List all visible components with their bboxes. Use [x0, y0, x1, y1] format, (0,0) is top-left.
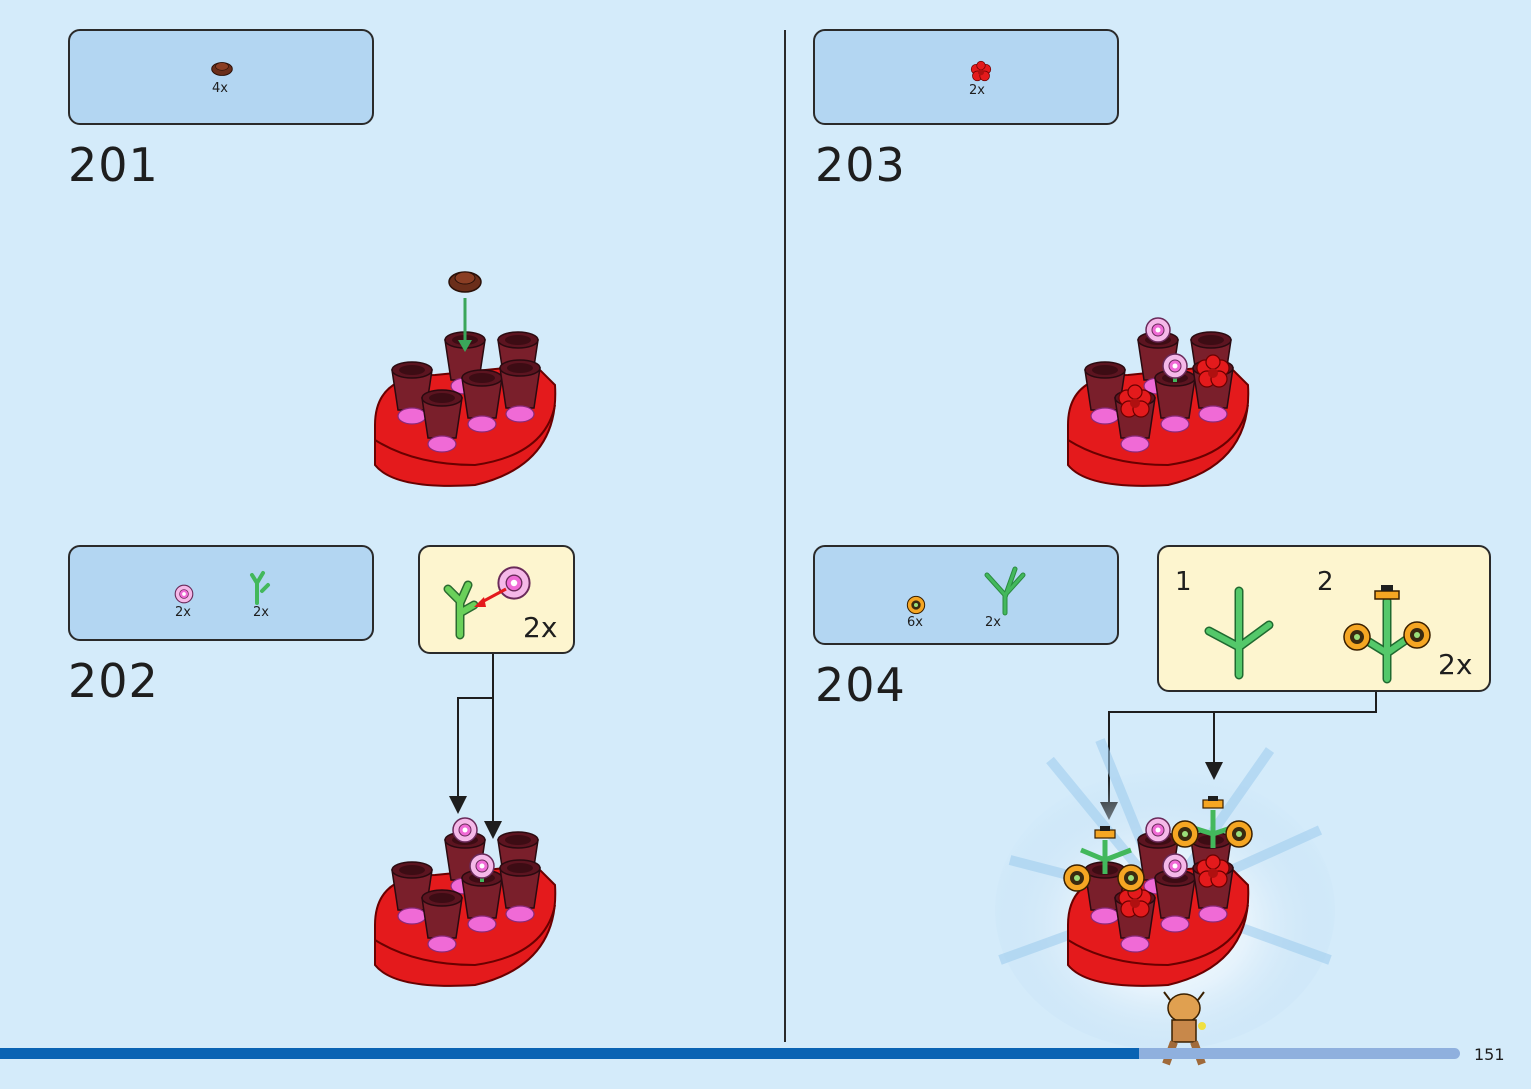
sub-assembly-callout-202: 2x — [418, 545, 575, 654]
step-number: 202 — [68, 658, 159, 704]
part-quantity: 2x — [973, 615, 1013, 630]
part-quantity: 2x — [163, 605, 203, 620]
sub-step-number: 1 — [1175, 569, 1192, 595]
step-201-illustration — [370, 260, 570, 500]
step-203-illustration — [1063, 300, 1263, 500]
sub-step-number: 2 — [1317, 569, 1334, 595]
part-quantity: 4x — [200, 81, 240, 96]
part-quantity: 2x — [241, 605, 281, 620]
parts-box-step-204: 6x 2x — [813, 545, 1119, 645]
pink-flower-icon — [173, 583, 195, 605]
sub-assembly-callout-204: 1 2 2x — [1157, 545, 1491, 692]
green-branch-illustration — [1199, 587, 1279, 677]
page-divider — [784, 30, 786, 1042]
parts-box-step-201: 4x — [68, 29, 374, 125]
parts-box-step-203: 2x — [813, 29, 1119, 125]
brown-round-plate-icon — [210, 57, 234, 81]
part-quantity: 2x — [957, 83, 997, 98]
orange-flower-icon — [906, 595, 926, 615]
parts-box-step-202: 2x 2x — [68, 545, 374, 641]
step-202-illustration — [370, 800, 570, 1000]
red-flower-icon — [968, 57, 994, 83]
orange-flower-branch-illustration — [1341, 583, 1437, 683]
step-number: 204 — [815, 662, 906, 708]
progress-bar — [0, 1048, 1139, 1059]
step-204-illustration — [1063, 790, 1263, 1000]
step-number: 201 — [68, 142, 159, 188]
part-quantity: 6x — [895, 615, 935, 630]
page-number: 151 — [1474, 1045, 1505, 1064]
step-number: 203 — [815, 142, 906, 188]
callout-quantity: 2x — [1438, 651, 1472, 679]
callout-quantity: 2x — [523, 614, 557, 642]
red-arrow-icon — [470, 585, 510, 609]
green-stem-icon — [250, 569, 270, 603]
green-branch-icon — [981, 565, 1029, 615]
